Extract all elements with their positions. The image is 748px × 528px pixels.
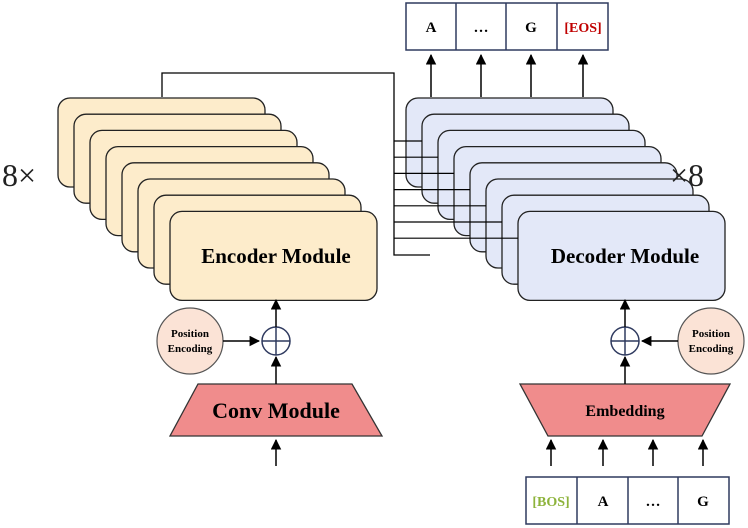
position-encoding-right: Position Encoding: [677, 307, 745, 375]
decoder-module-label: Decoder Module: [551, 244, 699, 268]
conv-module: Conv Module: [168, 383, 384, 437]
embedding-module: Embedding: [518, 383, 732, 437]
add-icon-decoder: [610, 326, 640, 356]
output-token-eos: [EOS]: [564, 21, 601, 36]
embedding-label: Embedding: [585, 403, 664, 420]
output-token: A: [426, 20, 437, 36]
output-token: …: [474, 20, 489, 36]
output-token-row: A … G [EOS]: [405, 2, 609, 51]
position-encoding-left: Position Encoding: [156, 307, 224, 375]
input-token-bos: [BOS]: [532, 495, 569, 510]
encoder-decoder-connection: [161, 72, 430, 256]
encoder-module-label: Encoder Module: [201, 244, 351, 268]
position-encoding-left-line1: Position: [171, 328, 209, 340]
position-encoding-right-line1: Position: [692, 328, 730, 340]
input-token-row: [BOS] A … G: [525, 476, 730, 525]
decoder-stack: [405, 97, 726, 302]
position-encoding-left-line2: Encoding: [168, 343, 213, 355]
decoder-feed-lines: [394, 140, 518, 239]
input-token: …: [646, 494, 661, 510]
input-token: A: [598, 494, 609, 510]
output-arrows: [425, 53, 589, 97]
input-arrows: [545, 438, 709, 466]
position-encoding-right-line2: Encoding: [689, 343, 734, 355]
decoder-multiplier-label: ×8: [670, 157, 704, 193]
encoder-stack: [57, 97, 378, 302]
input-token: G: [697, 494, 709, 510]
add-icon-encoder: [261, 326, 291, 356]
encoder-multiplier-label: 8×: [2, 157, 36, 193]
conv-module-label: Conv Module: [212, 398, 340, 423]
output-token: G: [525, 20, 537, 36]
